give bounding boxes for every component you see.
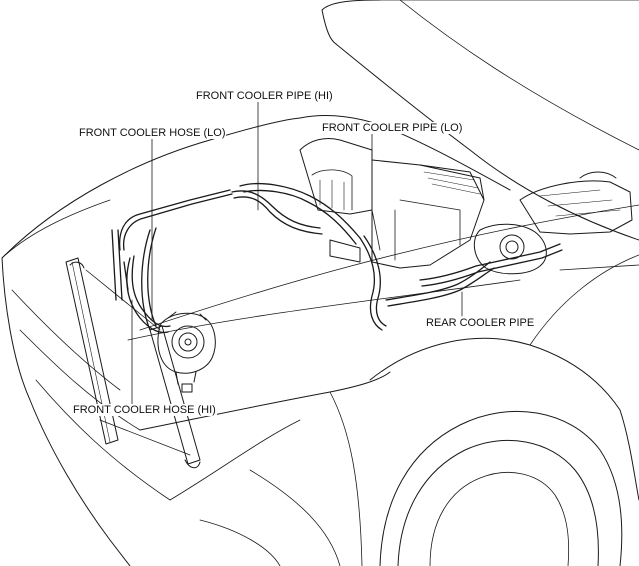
label-rear-cooler-pipe: REAR COOLER PIPE bbox=[425, 317, 536, 329]
compressor bbox=[157, 311, 216, 393]
label-front-cooler-pipe-hi: FRONT COOLER PIPE (HI) bbox=[195, 90, 334, 102]
leader-front-cooler-pipe-lo bbox=[371, 133, 381, 251]
cooler-piping bbox=[111, 183, 563, 334]
condenser bbox=[65, 257, 201, 469]
leader-lines bbox=[131, 99, 463, 405]
rear-unit bbox=[473, 171, 633, 275]
hvac-unit bbox=[299, 137, 485, 269]
label-front-cooler-hose-lo: FRONT COOLER HOSE (LO) bbox=[78, 127, 227, 139]
label-front-cooler-pipe-lo: FRONT COOLER PIPE (LO) bbox=[321, 122, 464, 134]
label-front-cooler-hose-hi: FRONT COOLER HOSE (HI) bbox=[72, 404, 217, 416]
